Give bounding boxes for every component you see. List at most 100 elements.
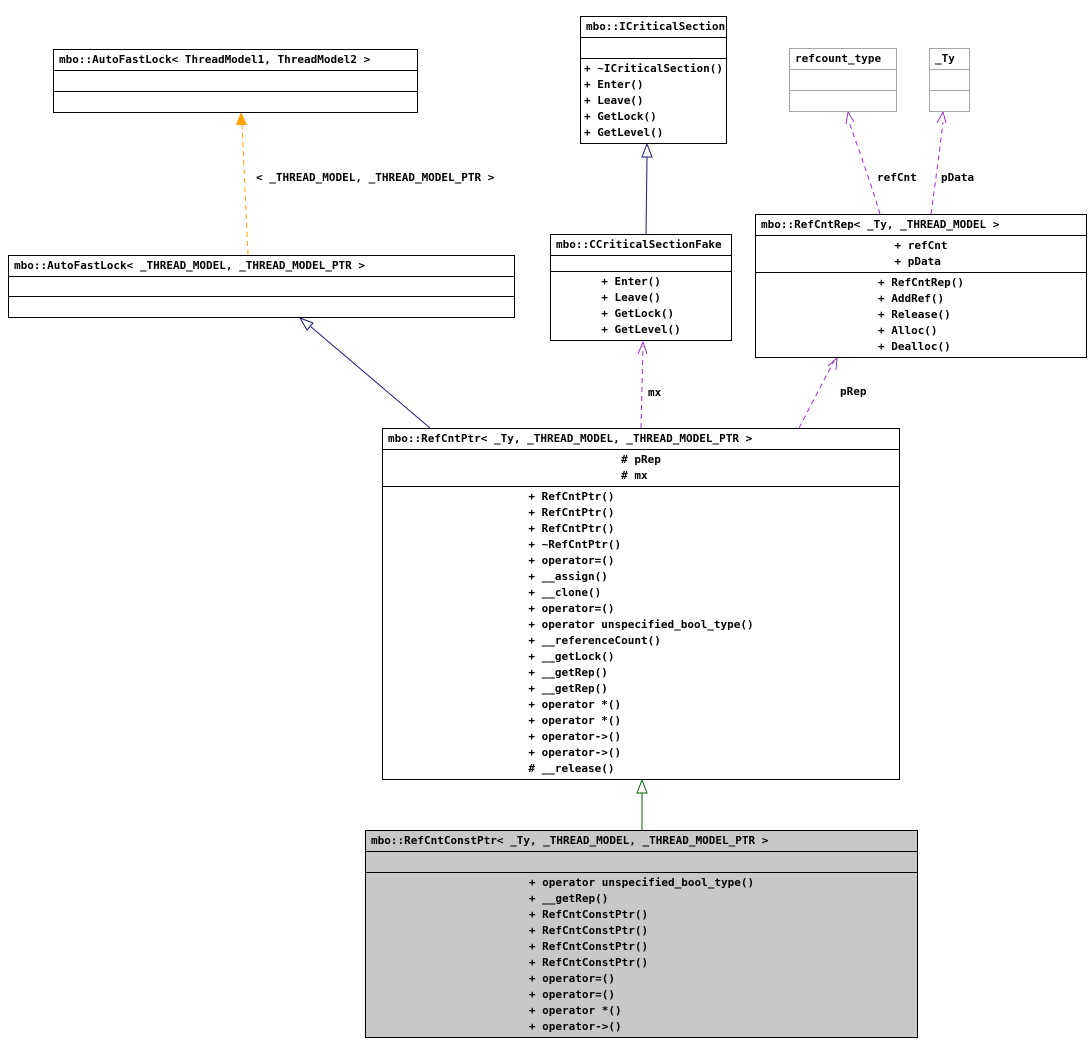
- method: + Enter(): [583, 78, 644, 91]
- methods-section: + operator unspecified_bool_type() + __g…: [366, 873, 917, 1037]
- node-title: mbo::RefCntRep< _Ty, _THREAD_MODEL >: [756, 215, 1086, 236]
- method: + AddRef(): [877, 292, 945, 305]
- usage-arrowhead-icon: [936, 110, 947, 124]
- usage-arrowhead-icon: [845, 110, 855, 125]
- method: + GetLevel(): [583, 126, 664, 139]
- class-node-icriticalsection[interactable]: mbo::ICriticalSection + ~ICriticalSectio…: [580, 16, 727, 144]
- attributes-section: [581, 38, 726, 59]
- method: + ~RefCntPtr(): [528, 538, 622, 551]
- method: + __getLock(): [528, 650, 615, 663]
- attributes-section: [790, 70, 896, 91]
- class-node-autofastlock-concrete[interactable]: mbo::AutoFastLock< ThreadModel1, ThreadM…: [53, 49, 418, 113]
- node-title: mbo::CCriticalSectionFake: [551, 235, 731, 256]
- method: + operator *(): [528, 698, 622, 711]
- method: + Leave(): [583, 94, 644, 107]
- inheritance-arrowhead-icon: [298, 317, 314, 331]
- attribute: + pData: [894, 255, 941, 268]
- method: + RefCntPtr(): [528, 490, 615, 503]
- method: + __getRep(): [528, 666, 608, 679]
- methods-section: + RefCntRep() + AddRef() + Release() + A…: [756, 273, 1086, 357]
- attribute: # mx: [621, 469, 648, 482]
- methods-section: [930, 91, 969, 111]
- class-node-refcntconstptr[interactable]: mbo::RefCntConstPtr< _Ty, _THREAD_MODEL,…: [365, 830, 918, 1038]
- node-title: mbo::ICriticalSection: [581, 17, 726, 38]
- template-instance-edge: [241, 123, 249, 256]
- method: # __release(): [528, 762, 615, 775]
- class-node-ty[interactable]: _Ty: [929, 48, 970, 112]
- method: + operator=(): [528, 988, 615, 1001]
- method: + operator *(): [528, 714, 622, 727]
- method: + __getRep(): [528, 892, 609, 905]
- node-title: mbo::RefCntConstPtr< _Ty, _THREAD_MODEL,…: [366, 831, 917, 852]
- attributes-section: # pRep # mx: [383, 450, 899, 487]
- usage-arrowhead-icon: [637, 340, 648, 355]
- method: + ~ICriticalSection(): [583, 62, 724, 75]
- method: + operator->(): [528, 746, 622, 759]
- method: + __referenceCount(): [528, 634, 661, 647]
- edge-label-template-args: < _THREAD_MODEL, _THREAD_MODEL_PTR >: [256, 171, 495, 184]
- method: + operator->(): [528, 1020, 622, 1033]
- usage-edge-prep: [798, 360, 835, 429]
- methods-section: + Enter() + Leave() + GetLock() + GetLev…: [551, 272, 731, 340]
- usage-arrowhead-icon: [827, 356, 838, 371]
- methods-section: [54, 92, 417, 112]
- protected-inheritance-arrowhead-icon: [636, 778, 648, 794]
- attributes-section: [9, 277, 514, 297]
- node-title: _Ty: [930, 49, 969, 70]
- class-node-refcount-type[interactable]: refcount_type: [789, 48, 897, 112]
- method: + Leave(): [601, 291, 661, 304]
- methods-section: + ~ICriticalSection() + Enter() + Leave(…: [581, 59, 726, 143]
- class-node-ccriticalsectionfake[interactable]: mbo::CCriticalSectionFake + Enter() + Le…: [550, 234, 732, 341]
- method: + __clone(): [528, 586, 602, 599]
- method: + __getRep(): [528, 682, 608, 695]
- method: + RefCntPtr(): [528, 506, 615, 519]
- attributes-section: [366, 852, 917, 873]
- method: + RefCntConstPtr(): [528, 956, 649, 969]
- methods-section: [790, 91, 896, 111]
- usage-edge-pdata: [930, 121, 944, 215]
- attributes-section: + refCnt + pData: [756, 236, 1086, 273]
- method: + RefCntConstPtr(): [528, 940, 649, 953]
- attributes-section: [930, 70, 969, 91]
- class-node-refcntptr[interactable]: mbo::RefCntPtr< _Ty, _THREAD_MODEL, _THR…: [382, 428, 900, 780]
- method: + GetLock(): [583, 110, 657, 123]
- method: + operator=(): [528, 602, 615, 615]
- attributes-section: [551, 256, 731, 272]
- method: + Release(): [877, 308, 951, 321]
- attribute: # pRep: [621, 453, 661, 466]
- method: + GetLevel(): [601, 323, 681, 336]
- node-title: mbo::RefCntPtr< _Ty, _THREAD_MODEL, _THR…: [383, 429, 899, 450]
- method: + Dealloc(): [877, 340, 951, 353]
- edge-label-prep: pRep: [840, 385, 867, 398]
- class-node-refcntrep[interactable]: mbo::RefCntRep< _Ty, _THREAD_MODEL > + r…: [755, 214, 1087, 358]
- node-title: refcount_type: [790, 49, 896, 70]
- attribute: + refCnt: [894, 239, 948, 252]
- inheritance-edge-refcntptr-to-autofastlock: [309, 325, 431, 429]
- node-title: mbo::AutoFastLock< _THREAD_MODEL, _THREA…: [9, 256, 514, 277]
- method: + RefCntRep(): [877, 276, 965, 289]
- method: + RefCntConstPtr(): [528, 924, 649, 937]
- method: + operator->(): [528, 730, 622, 743]
- method: + operator *(): [528, 1004, 622, 1017]
- method: + Enter(): [601, 275, 661, 288]
- method: + operator=(): [528, 554, 615, 567]
- usage-edge-mx: [640, 345, 644, 429]
- edge-label-pdata: pData: [941, 171, 975, 184]
- class-node-autofastlock-template[interactable]: mbo::AutoFastLock< _THREAD_MODEL, _THREA…: [8, 255, 515, 318]
- method: + operator=(): [528, 972, 615, 985]
- method: + RefCntConstPtr(): [528, 908, 649, 921]
- method: + __assign(): [528, 570, 608, 583]
- method: + RefCntPtr(): [528, 522, 615, 535]
- method: + GetLock(): [601, 307, 675, 320]
- method: + operator unspecified_bool_type(): [528, 876, 755, 889]
- usage-edge-refcnt: [848, 121, 881, 215]
- template-instance-arrowhead-icon: [236, 112, 247, 125]
- node-title: mbo::AutoFastLock< ThreadModel1, ThreadM…: [54, 50, 417, 71]
- edge-label-mx: mx: [648, 386, 662, 399]
- method: + operator unspecified_bool_type(): [528, 618, 754, 631]
- method: + Alloc(): [877, 324, 938, 337]
- methods-section: + RefCntPtr() + RefCntPtr() + RefCntPtr(…: [383, 487, 899, 779]
- inheritance-edge-fake-to-interface: [645, 156, 648, 235]
